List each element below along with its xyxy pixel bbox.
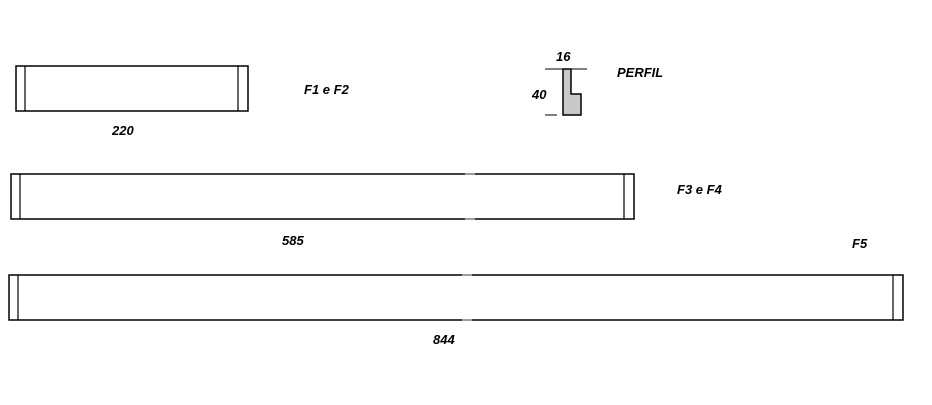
profile-width-label: 16 — [556, 49, 571, 64]
piece-f1-f2-length-label: 220 — [112, 123, 134, 138]
piece-f1-f2-name-label: F1 e F2 — [304, 82, 349, 97]
profile-height-label: 40 — [532, 87, 547, 102]
profile-section — [545, 68, 587, 116]
piece-f3-f4 — [10, 173, 635, 220]
piece-f5 — [8, 274, 904, 321]
piece-f5-length-label: 844 — [433, 332, 455, 347]
piece-f1-f2 — [15, 65, 249, 112]
piece-f5-name-label: F5 — [852, 236, 868, 251]
profile-title: PERFIL — [617, 65, 664, 80]
piece-f1-f2-outline — [15, 65, 249, 112]
piece-f3-f4-name-label: F3 e F4 — [677, 182, 722, 197]
piece-f3-f4-length-label: 585 — [282, 233, 304, 248]
profile-shape — [562, 68, 582, 116]
piece-f5-outline — [8, 274, 904, 321]
piece-f3-f4-outline — [10, 173, 635, 220]
